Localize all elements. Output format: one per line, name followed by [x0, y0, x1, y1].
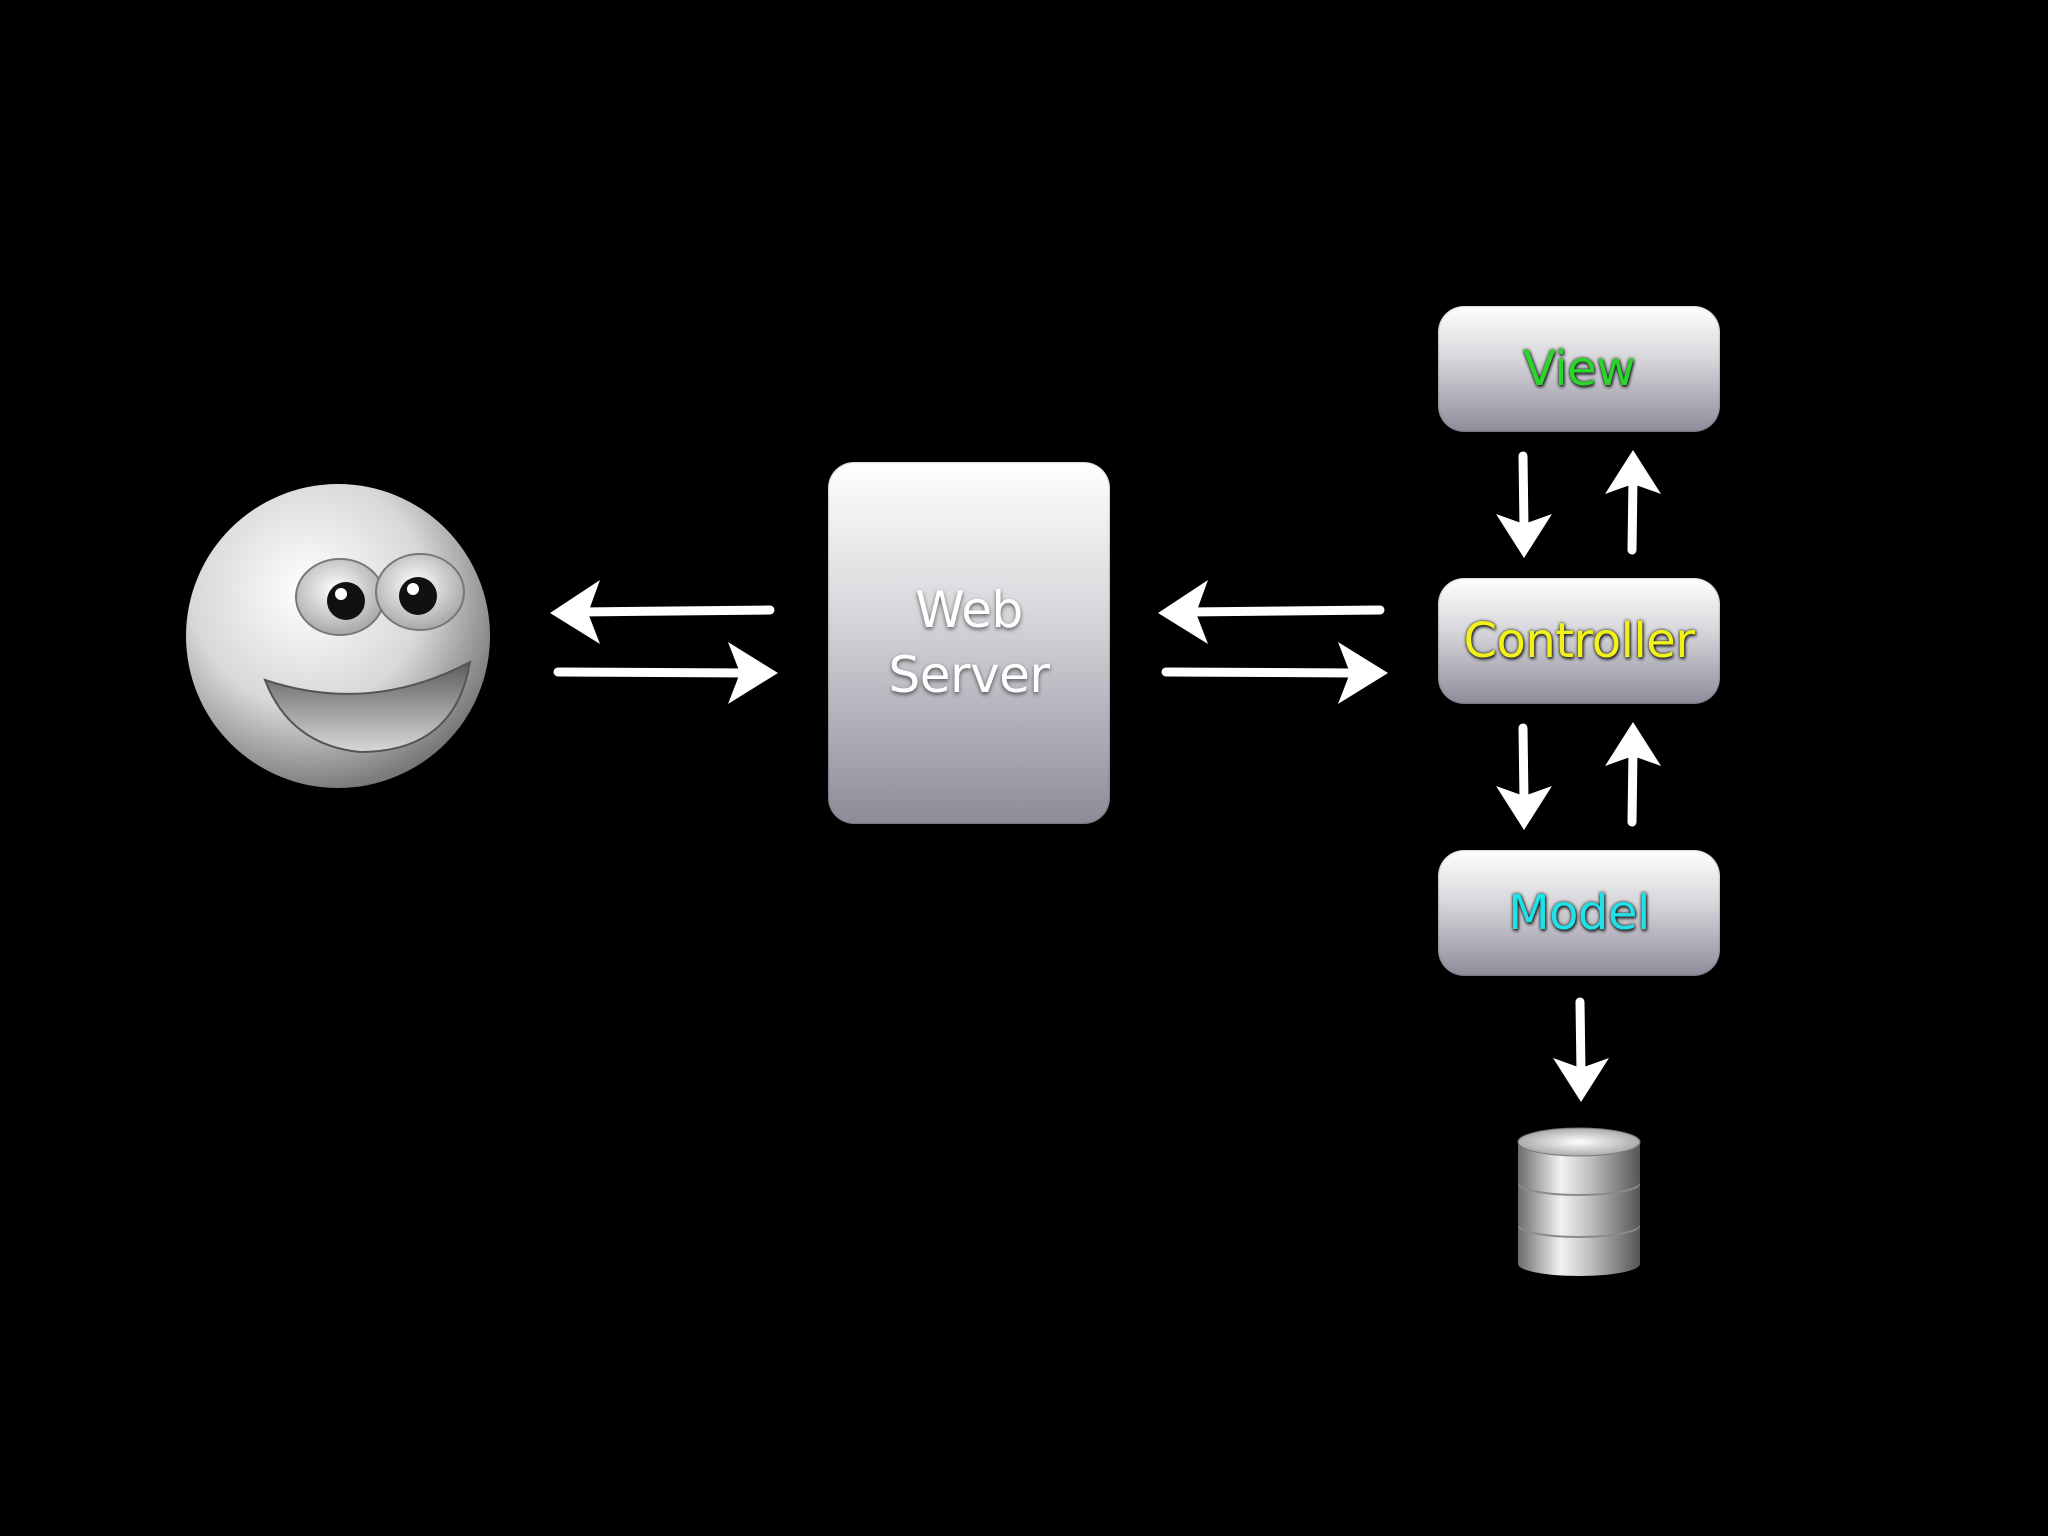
arrow-server-to-user: [550, 580, 775, 644]
web-server-label: Web Server: [889, 578, 1050, 708]
view-label: View: [1523, 340, 1635, 397]
model-box: Model: [1438, 850, 1720, 976]
arrow-server-to-controller: [1161, 642, 1388, 704]
web-server-box: Web Server: [828, 462, 1110, 824]
arrow-view-to-controller: [1496, 451, 1552, 558]
view-box: View: [1438, 306, 1720, 432]
web-server-label-line2: Server: [888, 646, 1050, 704]
arrow-model-to-database: [1553, 997, 1609, 1102]
arrow-controller-to-view: [1605, 450, 1661, 555]
arrow-user-to-server: [553, 642, 778, 704]
controller-label: Controller: [1463, 612, 1695, 669]
arrow-controller-to-server: [1158, 580, 1385, 644]
smiley-face-icon: [186, 484, 490, 788]
model-label: Model: [1508, 884, 1650, 941]
web-server-label-line1: Web: [915, 581, 1023, 639]
database-icon: [1517, 1127, 1641, 1276]
controller-box: Controller: [1438, 578, 1720, 704]
arrow-model-to-controller: [1605, 722, 1661, 827]
arrow-controller-to-model: [1496, 723, 1552, 830]
